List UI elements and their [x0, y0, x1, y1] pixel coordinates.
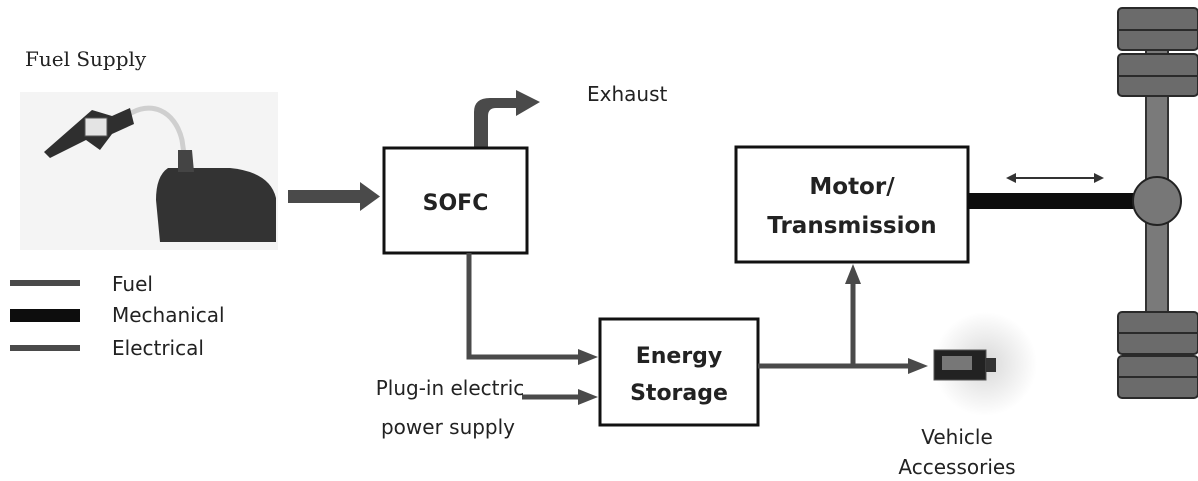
motor-transmission-block: Motor/ Transmission [734, 145, 970, 264]
motor-label-line2: Transmission [767, 213, 936, 239]
exhaust-arrow [474, 90, 540, 148]
fuel-supply-label: Fuel Supply [25, 47, 147, 71]
legend-swatch-mechanical [10, 309, 80, 322]
energy-storage-block: Energy Storage [598, 317, 760, 427]
exhaust-label: Exhaust [587, 82, 668, 106]
legend-item-mechanical: Mechanical [10, 303, 225, 327]
fuel-flow-arrow [288, 182, 380, 211]
legend-swatch-fuel [10, 280, 80, 286]
plugin-label-line1: Plug-in electric [376, 376, 525, 400]
vehicle-accessories-label-line1: Vehicle [921, 425, 993, 449]
legend-swatch-electrical [10, 345, 80, 351]
sofc-label: SOFC [423, 191, 489, 216]
motor-label-line1: Motor/ [809, 174, 895, 200]
bidirectional-arrow [1006, 173, 1104, 183]
mechanical-drive-shaft [968, 193, 1138, 209]
plugin-label-line2: power supply [381, 415, 515, 439]
legend-item-electrical: Electrical [10, 336, 204, 360]
plugin-arrow [522, 389, 598, 405]
legend-label-fuel: Fuel [112, 272, 153, 296]
legend-item-fuel: Fuel [10, 272, 153, 296]
legend-label-mechanical: Mechanical [112, 303, 225, 327]
energy-storage-label-line1: Energy [636, 344, 723, 369]
fuel-nozzle-and-tank-icon [20, 92, 278, 250]
vehicle-accessories-label-line2: Accessories [898, 455, 1015, 479]
vehicle-accessory-device-icon [933, 312, 1037, 416]
storage-output-lines [758, 264, 928, 374]
energy-storage-label-line2: Storage [630, 381, 728, 406]
legend-label-electrical: Electrical [112, 336, 204, 360]
sofc-block: SOFC [382, 146, 529, 255]
axle-and-wheels-icon [1117, 7, 1198, 399]
legend: Fuel Mechanical Electrical [10, 272, 225, 360]
sofc-to-storage-line [466, 253, 598, 365]
